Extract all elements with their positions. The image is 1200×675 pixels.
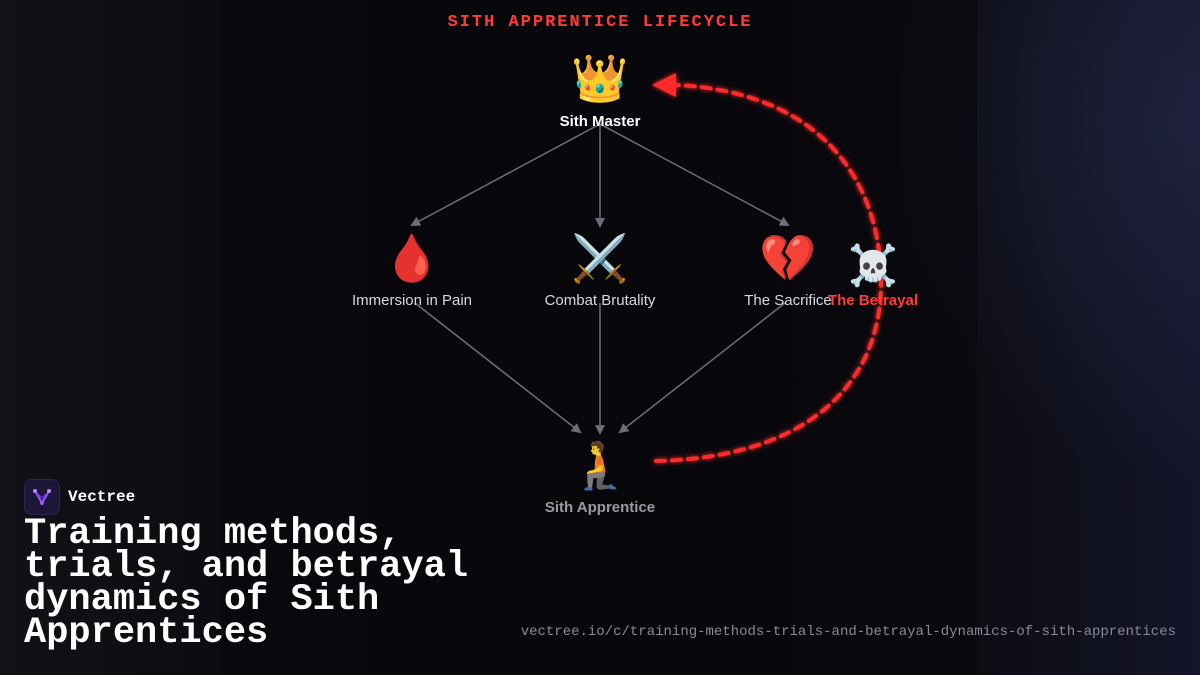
page-headline: Training methods, trials, and betrayal d… <box>24 513 469 654</box>
edge-pain-to-apprentice <box>414 302 582 434</box>
blood-drop-icon: 🩸 <box>383 231 441 285</box>
kneeling-person-icon: 🧎 <box>571 438 629 492</box>
brand[interactable]: Vectree <box>24 479 135 515</box>
node-label-immersion-in-pain: Immersion in Pain <box>351 292 473 309</box>
node-label-combat-brutality: Combat Brutality <box>544 292 656 309</box>
skull-crossbones-icon: ☠️ <box>848 243 898 289</box>
node-label-sith-apprentice: Sith Apprentice <box>544 499 656 516</box>
crown-icon: 👑 <box>571 51 629 105</box>
broken-heart-icon: 💔 <box>759 231 817 285</box>
betrayal-arrowhead <box>652 73 676 97</box>
node-label-sith-master: Sith Master <box>559 113 641 130</box>
crossed-swords-icon: ⚔️ <box>571 231 629 285</box>
page-url[interactable]: vectree.io/c/training-methods-trials-and… <box>520 624 1176 640</box>
edge-betrayal-path <box>654 83 884 463</box>
brand-name: Vectree <box>68 488 136 506</box>
edge-master-to-pain <box>410 123 601 226</box>
diagram-title: SITH APPRENTICE LIFECYCLE <box>447 13 753 32</box>
vectree-logo-icon <box>24 479 60 515</box>
node-label-the-betrayal: The Betrayal <box>827 292 919 309</box>
edge-master-to-sacrifice <box>599 123 790 226</box>
node-label-the-sacrifice: The Sacrifice <box>744 292 832 309</box>
edge-sacrifice-to-apprentice <box>618 302 786 434</box>
